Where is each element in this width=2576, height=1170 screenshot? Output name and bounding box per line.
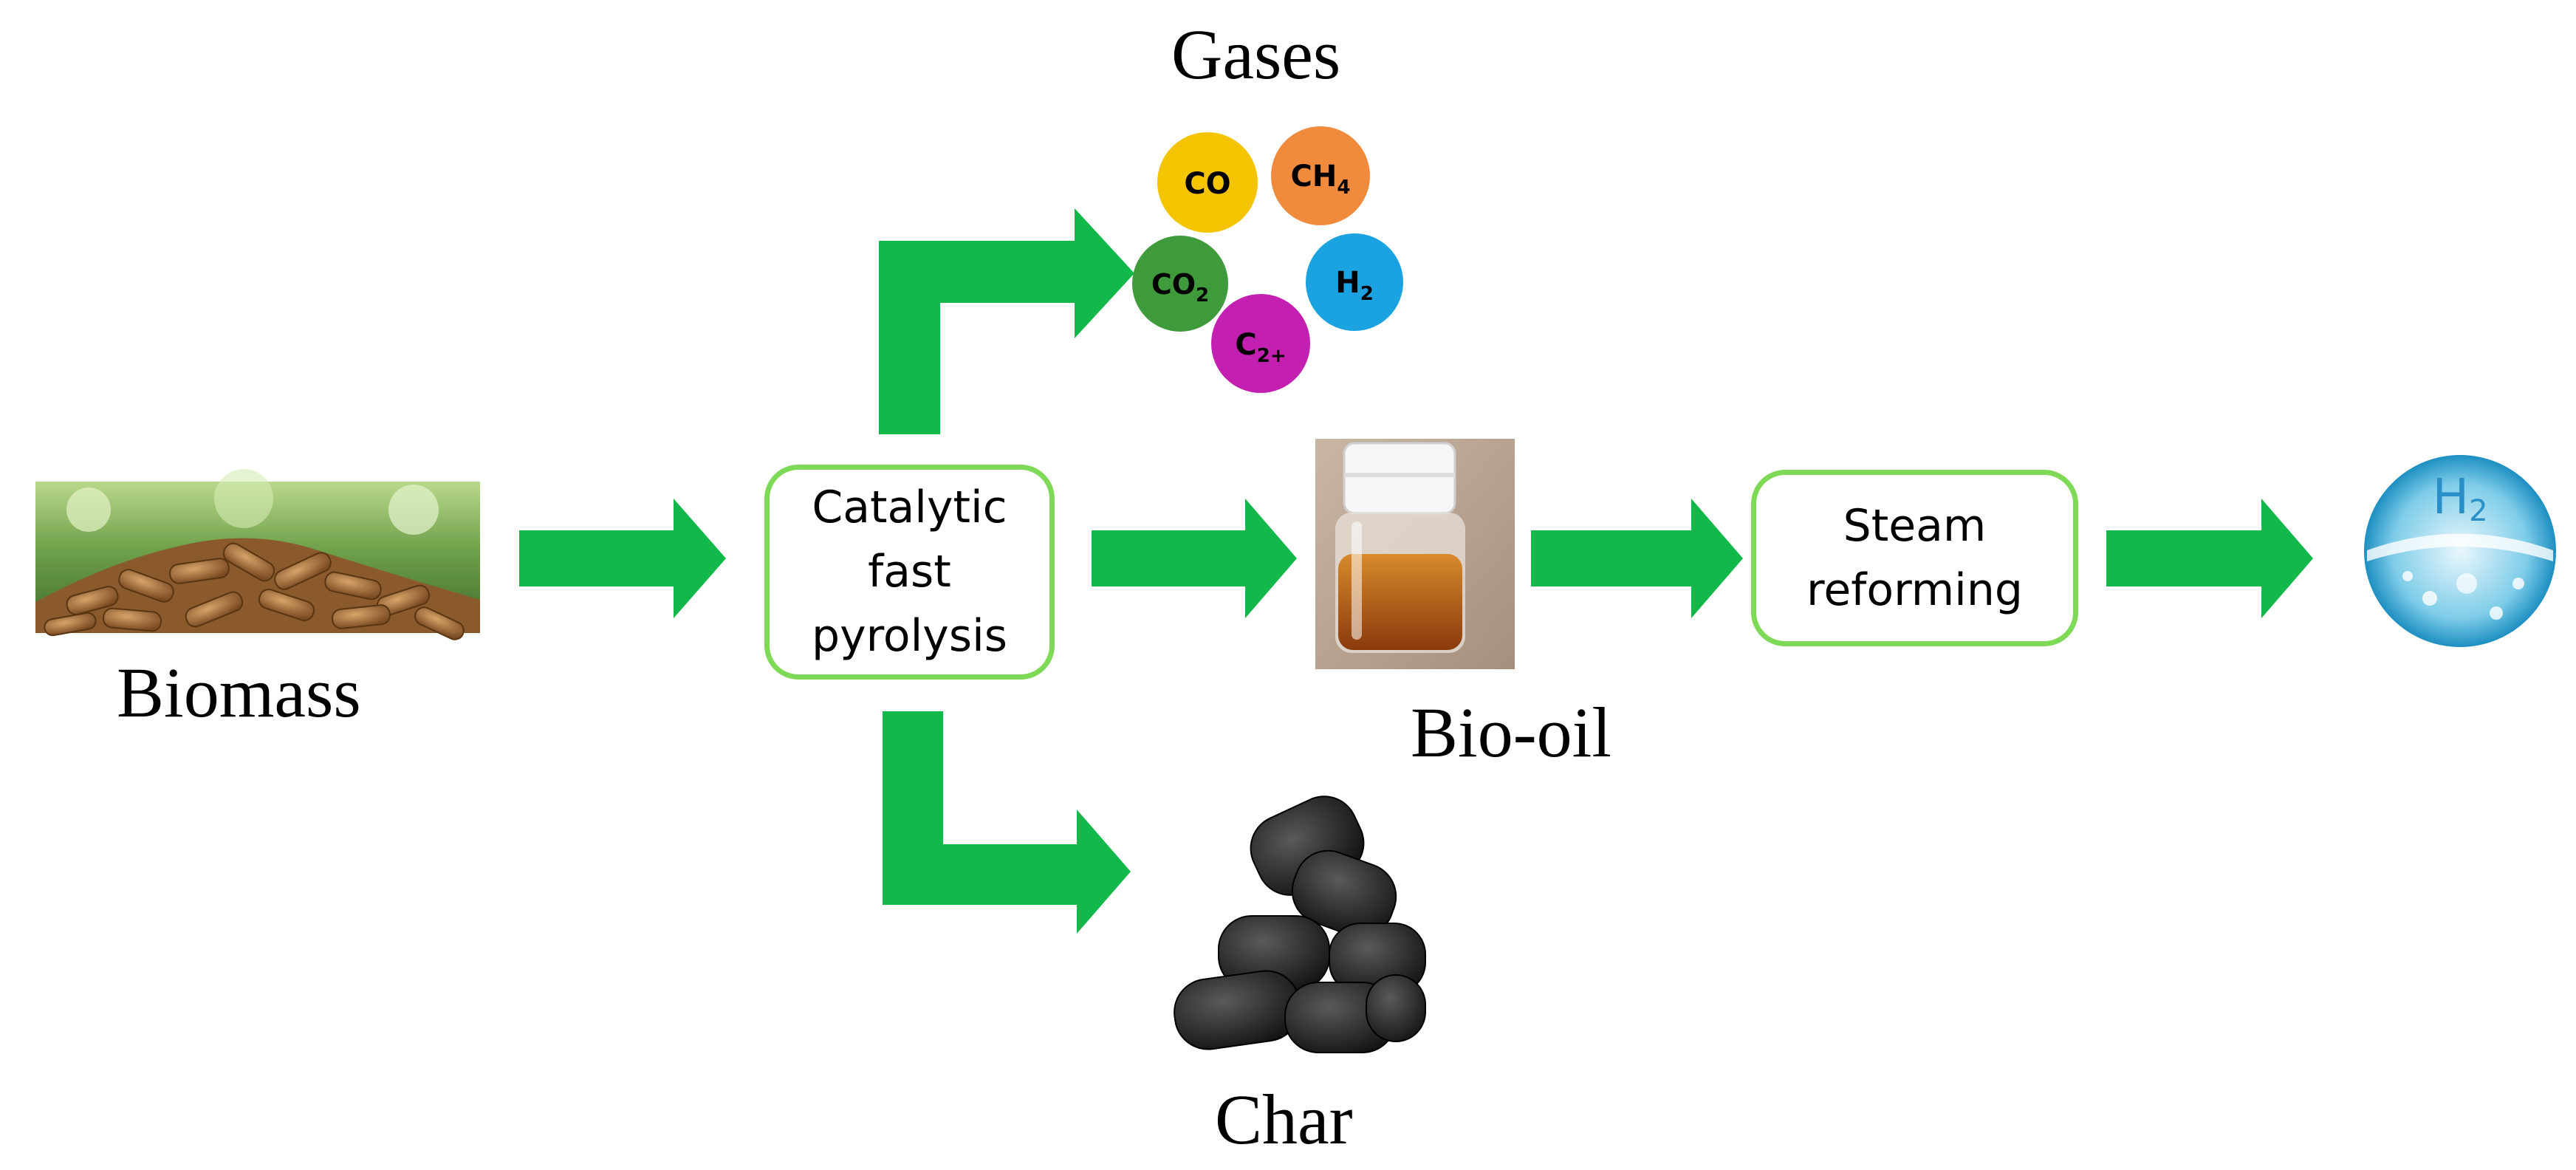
biomass-label: Biomass: [117, 653, 361, 732]
h2-bubble: H2: [1306, 233, 1403, 331]
gas-bubbles: CO CH4 CO2 H2 C2+: [1132, 126, 1403, 393]
pyrolysis-line-3: pyrolysis: [811, 610, 1008, 662]
c2-plus-bubble: C2+: [1211, 294, 1310, 393]
arrow-biomass-to-pyrolysis: [519, 499, 726, 618]
hydrogen-sphere-image: H2: [2364, 455, 2556, 647]
ch4-bubble: CH4: [1271, 126, 1370, 225]
reforming-line-2: reforming: [1806, 564, 2023, 616]
svg-text:CH4: CH4: [1291, 160, 1351, 199]
co-bubble: CO: [1157, 132, 1258, 233]
svg-text:CO: CO: [1184, 167, 1230, 201]
arrow-pyrolysis-to-bio-oil: [1092, 499, 1297, 618]
char-image: [1174, 796, 1426, 1053]
svg-text:H2: H2: [1335, 266, 1374, 305]
pyrolysis-line-2: fast: [868, 546, 951, 598]
arrow-reforming-to-hydrogen: [2106, 499, 2313, 618]
svg-text:CO2: CO2: [1151, 268, 1209, 307]
gases-label: Gases: [1171, 15, 1341, 94]
pyrolysis-line-1: Catalytic: [812, 482, 1007, 533]
steam-reforming-box: Steam reforming: [1751, 470, 2078, 646]
bio-oil-bottle-image: [1315, 439, 1515, 669]
catalytic-fast-pyrolysis-box: Catalytic fast pyrolysis: [764, 465, 1055, 680]
arrow-pyrolysis-to-gases: [879, 208, 1134, 434]
arrow-bio-oil-to-reforming: [1531, 499, 1743, 618]
biomass-pellets-image: [35, 469, 480, 640]
arrow-pyrolysis-to-char: [883, 711, 1131, 934]
bio-oil-label: Bio-oil: [1411, 693, 1612, 772]
char-label: Char: [1215, 1080, 1353, 1159]
co2-bubble: CO2: [1132, 236, 1228, 332]
svg-text:C2+: C2+: [1235, 328, 1286, 367]
reforming-line-1: Steam: [1843, 499, 1987, 552]
arrows: [519, 208, 2313, 934]
hydrogen-sphere-label: H2: [2432, 468, 2487, 528]
